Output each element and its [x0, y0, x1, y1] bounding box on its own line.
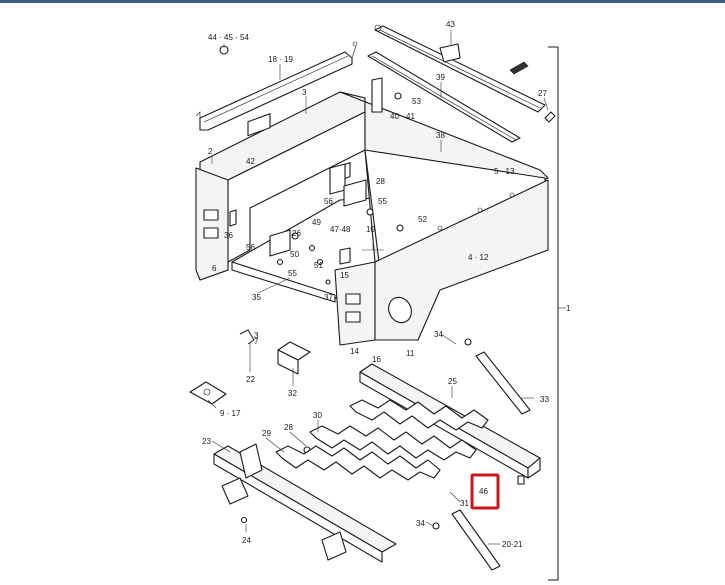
label-25: 25	[448, 377, 457, 386]
hardware-items	[219, 45, 472, 530]
bracket-part-1	[548, 46, 559, 581]
label-2: 2	[208, 147, 213, 156]
label-9-17: 9 · 17	[220, 409, 241, 418]
truck-bed-body	[195, 77, 549, 346]
label-16: 16	[372, 355, 381, 364]
label-55-mid: 55	[288, 269, 297, 278]
clip-27	[544, 111, 556, 123]
header-bar	[0, 0, 725, 3]
label-53: 53	[412, 97, 421, 106]
label-33: 33	[540, 395, 549, 404]
crossmember-29	[275, 445, 441, 481]
label-11: 11	[406, 349, 415, 358]
strap-20-21	[451, 509, 501, 571]
label-39: 39	[436, 73, 445, 82]
part-9-17	[189, 381, 227, 405]
label-38: 38	[436, 131, 445, 140]
label-3-small: 3	[254, 331, 259, 340]
label-5-13: 5 · 13	[494, 167, 515, 176]
label-29: 29	[262, 429, 271, 438]
label-42: 42	[246, 157, 255, 166]
label-4-12: 4 · 12	[468, 253, 489, 262]
label-55-top: 55	[378, 197, 387, 206]
label-34-lower: 34	[416, 519, 425, 528]
part-32	[277, 341, 311, 375]
bar-43	[374, 24, 546, 113]
label-34-top: 34	[434, 330, 443, 339]
label-36: 36	[224, 231, 233, 240]
callout-labels: 44 · 45 · 54 18 · 19 43 39 53 40 · 41 27…	[202, 20, 571, 549]
label-7: 7	[254, 337, 259, 346]
label-1: 1	[566, 304, 571, 313]
rail-39	[367, 51, 521, 143]
label-46: 46	[479, 487, 488, 496]
label-49: 49	[312, 218, 321, 227]
label-30: 30	[313, 411, 322, 420]
label-20-21: 20·21	[502, 540, 523, 549]
crossmember-30	[309, 425, 477, 461]
label-26: 26	[292, 229, 301, 238]
sill-23	[213, 443, 397, 563]
label-56-mid: 56	[246, 243, 255, 252]
part-7	[239, 329, 255, 345]
strap-33	[475, 351, 531, 415]
crossmember-31	[349, 399, 489, 431]
label-10: 10	[366, 225, 375, 234]
label-56-top: 56	[324, 197, 333, 206]
label-6: 6	[212, 264, 217, 273]
leader-lines	[207, 30, 549, 545]
label-24: 24	[242, 536, 251, 545]
label-40-41: 40 · 41	[390, 112, 415, 121]
rail-18-19	[195, 41, 358, 131]
label-28-top: 28	[376, 177, 385, 186]
label-18-19: 18 · 19	[268, 55, 293, 64]
label-27: 27	[538, 89, 547, 98]
label-47-48: 47·48	[330, 225, 351, 234]
label-43: 43	[446, 20, 455, 29]
label-32: 32	[288, 389, 297, 398]
label-3: 3	[302, 88, 307, 97]
label-22: 22	[246, 375, 255, 384]
label-35: 35	[252, 293, 261, 302]
label-28-lower: 28	[284, 423, 293, 432]
label-23: 23	[202, 437, 211, 446]
label-50: 50	[290, 250, 299, 259]
label-51: 51	[314, 261, 323, 270]
label-14: 14	[350, 347, 359, 356]
label-15: 15	[340, 271, 349, 280]
front-arrow-icon	[509, 61, 529, 75]
label-31: 31	[460, 499, 469, 508]
label-52: 52	[418, 215, 427, 224]
label-37: 37	[324, 293, 333, 302]
highlight-box-46	[470, 473, 500, 510]
label-44-45-54: 44 · 45 · 54	[208, 33, 249, 42]
